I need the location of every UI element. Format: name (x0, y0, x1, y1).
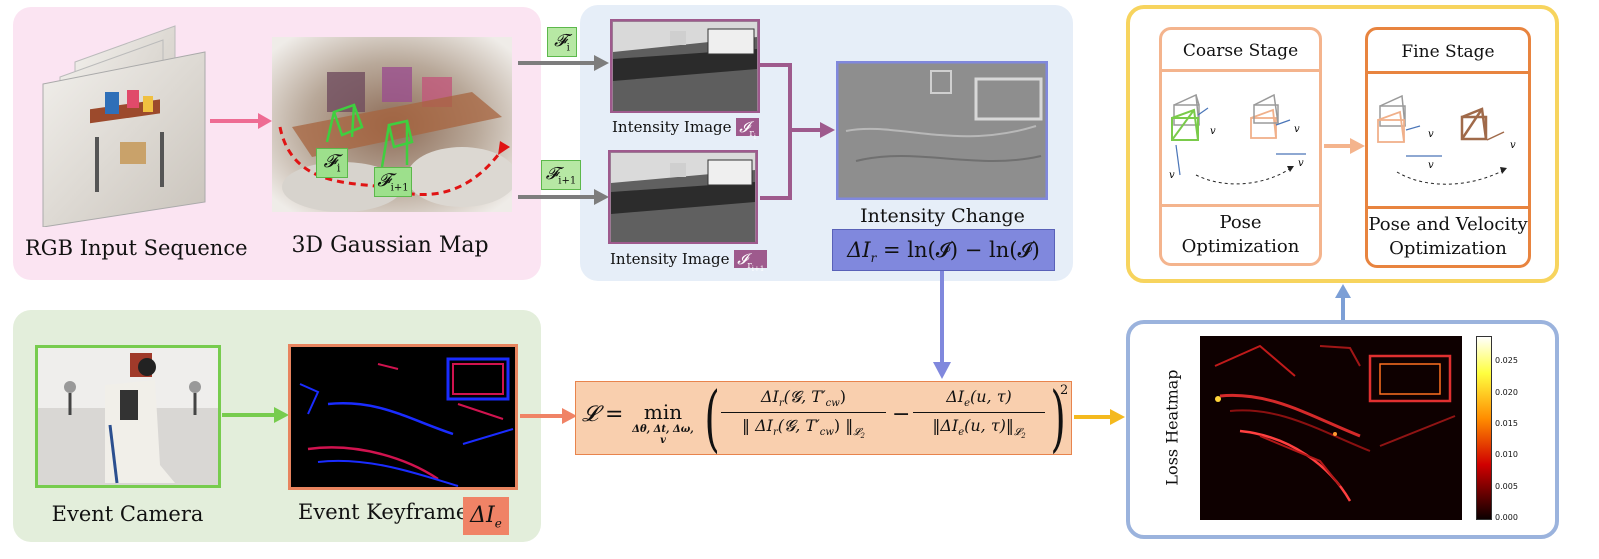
loss-right-paren: ) (1050, 376, 1066, 460)
fine-camera-gray (1379, 94, 1406, 127)
loss-min: min Δθ, Δt, Δω, v (632, 400, 694, 446)
arrow-map-to-intensity-1 (518, 55, 609, 71)
svg-text:v: v (1298, 158, 1304, 169)
fine-stage-title: Fine Stage (1368, 30, 1528, 74)
svg-text:v: v (1510, 140, 1516, 151)
event-camera-photo (35, 345, 221, 488)
frame-label-i-on-map: 𝓕i (316, 148, 348, 178)
loss-minus: − (892, 402, 911, 427)
heatmap-colorbar (1476, 336, 1492, 520)
arrow-coarse-to-fine (1324, 138, 1365, 154)
svg-text:v: v (1169, 170, 1175, 181)
intensity-image-1 (610, 19, 760, 113)
frame-label-i1-on-map: 𝓕i+1 (374, 167, 412, 197)
intensity-change-label: Intensity Change (860, 205, 1025, 227)
intensity-merge-connector (760, 63, 835, 200)
optimization-panel (1126, 5, 1559, 283)
fine-stage-box: Fine Stage Pose and Velocity Optimizatio… (1365, 27, 1531, 268)
intensity-image-2 (608, 150, 758, 244)
intensity-symbol-1: 𝓘ri (736, 118, 759, 141)
loss-fraction-render: ΔIr(𝓖, T′cw) ‖ ΔIr(𝓖, T′cw) ‖𝓛2 (721, 387, 886, 440)
coarse-stage-title: Coarse Stage (1162, 30, 1319, 72)
intensity-image-2-label: Intensity Image 𝓘ri+1 (610, 250, 768, 273)
loss-lhs: 𝓛 = (582, 402, 624, 427)
colorbar-tick-1: 0.020 (1495, 388, 1518, 397)
svg-text:v: v (1428, 160, 1434, 171)
intensity-symbol-2: 𝓘ri+1 (734, 250, 768, 273)
fine-camera-peach (1377, 110, 1405, 143)
arrow-loss-to-heatmap (1074, 409, 1125, 425)
svg-text:v: v (1294, 124, 1300, 135)
fine-stage-diagram: v v v (1377, 94, 1516, 185)
colorbar-tick-3: 0.010 (1495, 450, 1518, 459)
arrow-map-to-intensity-2 (518, 189, 609, 205)
arrow-change-to-loss (933, 271, 951, 379)
intensity-image-1-label: Intensity Image 𝓘ri (612, 118, 762, 141)
loss-function-box: 𝓛 = min Δθ, Δt, Δω, v ( ΔIr(𝓖, T′cw) ‖ Δ… (575, 376, 1072, 460)
coarse-stage-diagram: v v v v (1169, 93, 1306, 185)
colorbar-tick-5: 0.000 (1495, 513, 1518, 522)
intensity-change-formula: ΔIr = ln(𝓘) − ln(𝓘) (832, 229, 1055, 271)
camera-frustum-i1 (380, 119, 414, 168)
loss-power: 2 (1060, 383, 1069, 398)
colorbar-tick-4: 0.005 (1495, 482, 1518, 491)
intensity-change-image (836, 61, 1048, 200)
coarse-camera-green (1171, 108, 1199, 141)
heatmap-axis-label: Loss Heatmap (1162, 369, 1182, 486)
arrow-heatmap-to-optimization (1335, 284, 1351, 320)
loss-fraction-event: ΔIe(u, τ) ‖ΔIe(u, τ)‖𝓛2 (913, 387, 1045, 440)
colorbar-tick-2: 0.015 (1495, 419, 1518, 428)
coarse-stage-caption: Pose Optimization (1162, 204, 1319, 259)
rgb-frames-illustration (42, 25, 206, 227)
rgb-input-label: RGB Input Sequence (25, 236, 248, 260)
colorbar-tick-0: 0.025 (1495, 356, 1518, 365)
coarse-camera-peach (1250, 108, 1277, 139)
arrow-keyframe-to-loss (520, 408, 577, 424)
frame-tag-i: 𝓕i (547, 27, 577, 57)
event-keyframe-label: Event Keyframe (298, 500, 469, 524)
fine-camera-brown (1460, 107, 1488, 141)
arrow-camera-to-keyframe (222, 407, 289, 423)
heatmap-panel (1126, 320, 1559, 539)
svg-text:v: v (1428, 129, 1434, 140)
svg-text:v: v (1210, 126, 1216, 137)
event-keyframe-image (288, 344, 518, 490)
arrow-rgb-to-map (210, 113, 272, 129)
coarse-camera-gray-2 (1253, 93, 1279, 124)
coarse-stage-box: Coarse Stage Pose Optimization (1159, 27, 1322, 266)
rgb-frame-front (42, 51, 206, 227)
gaussian-map-label: 3D Gaussian Map (291, 233, 489, 258)
fine-stage-caption: Pose and Velocity Optimization (1368, 206, 1528, 261)
event-camera-label: Event Camera (51, 502, 204, 526)
loss-left-paren: ( (704, 376, 720, 460)
camera-frustum-i (325, 103, 364, 143)
event-keyframe-symbol: ΔIe (463, 497, 509, 535)
frame-tag-i1: 𝓕i+1 (541, 160, 581, 190)
loss-heatmap-image (1200, 336, 1462, 520)
